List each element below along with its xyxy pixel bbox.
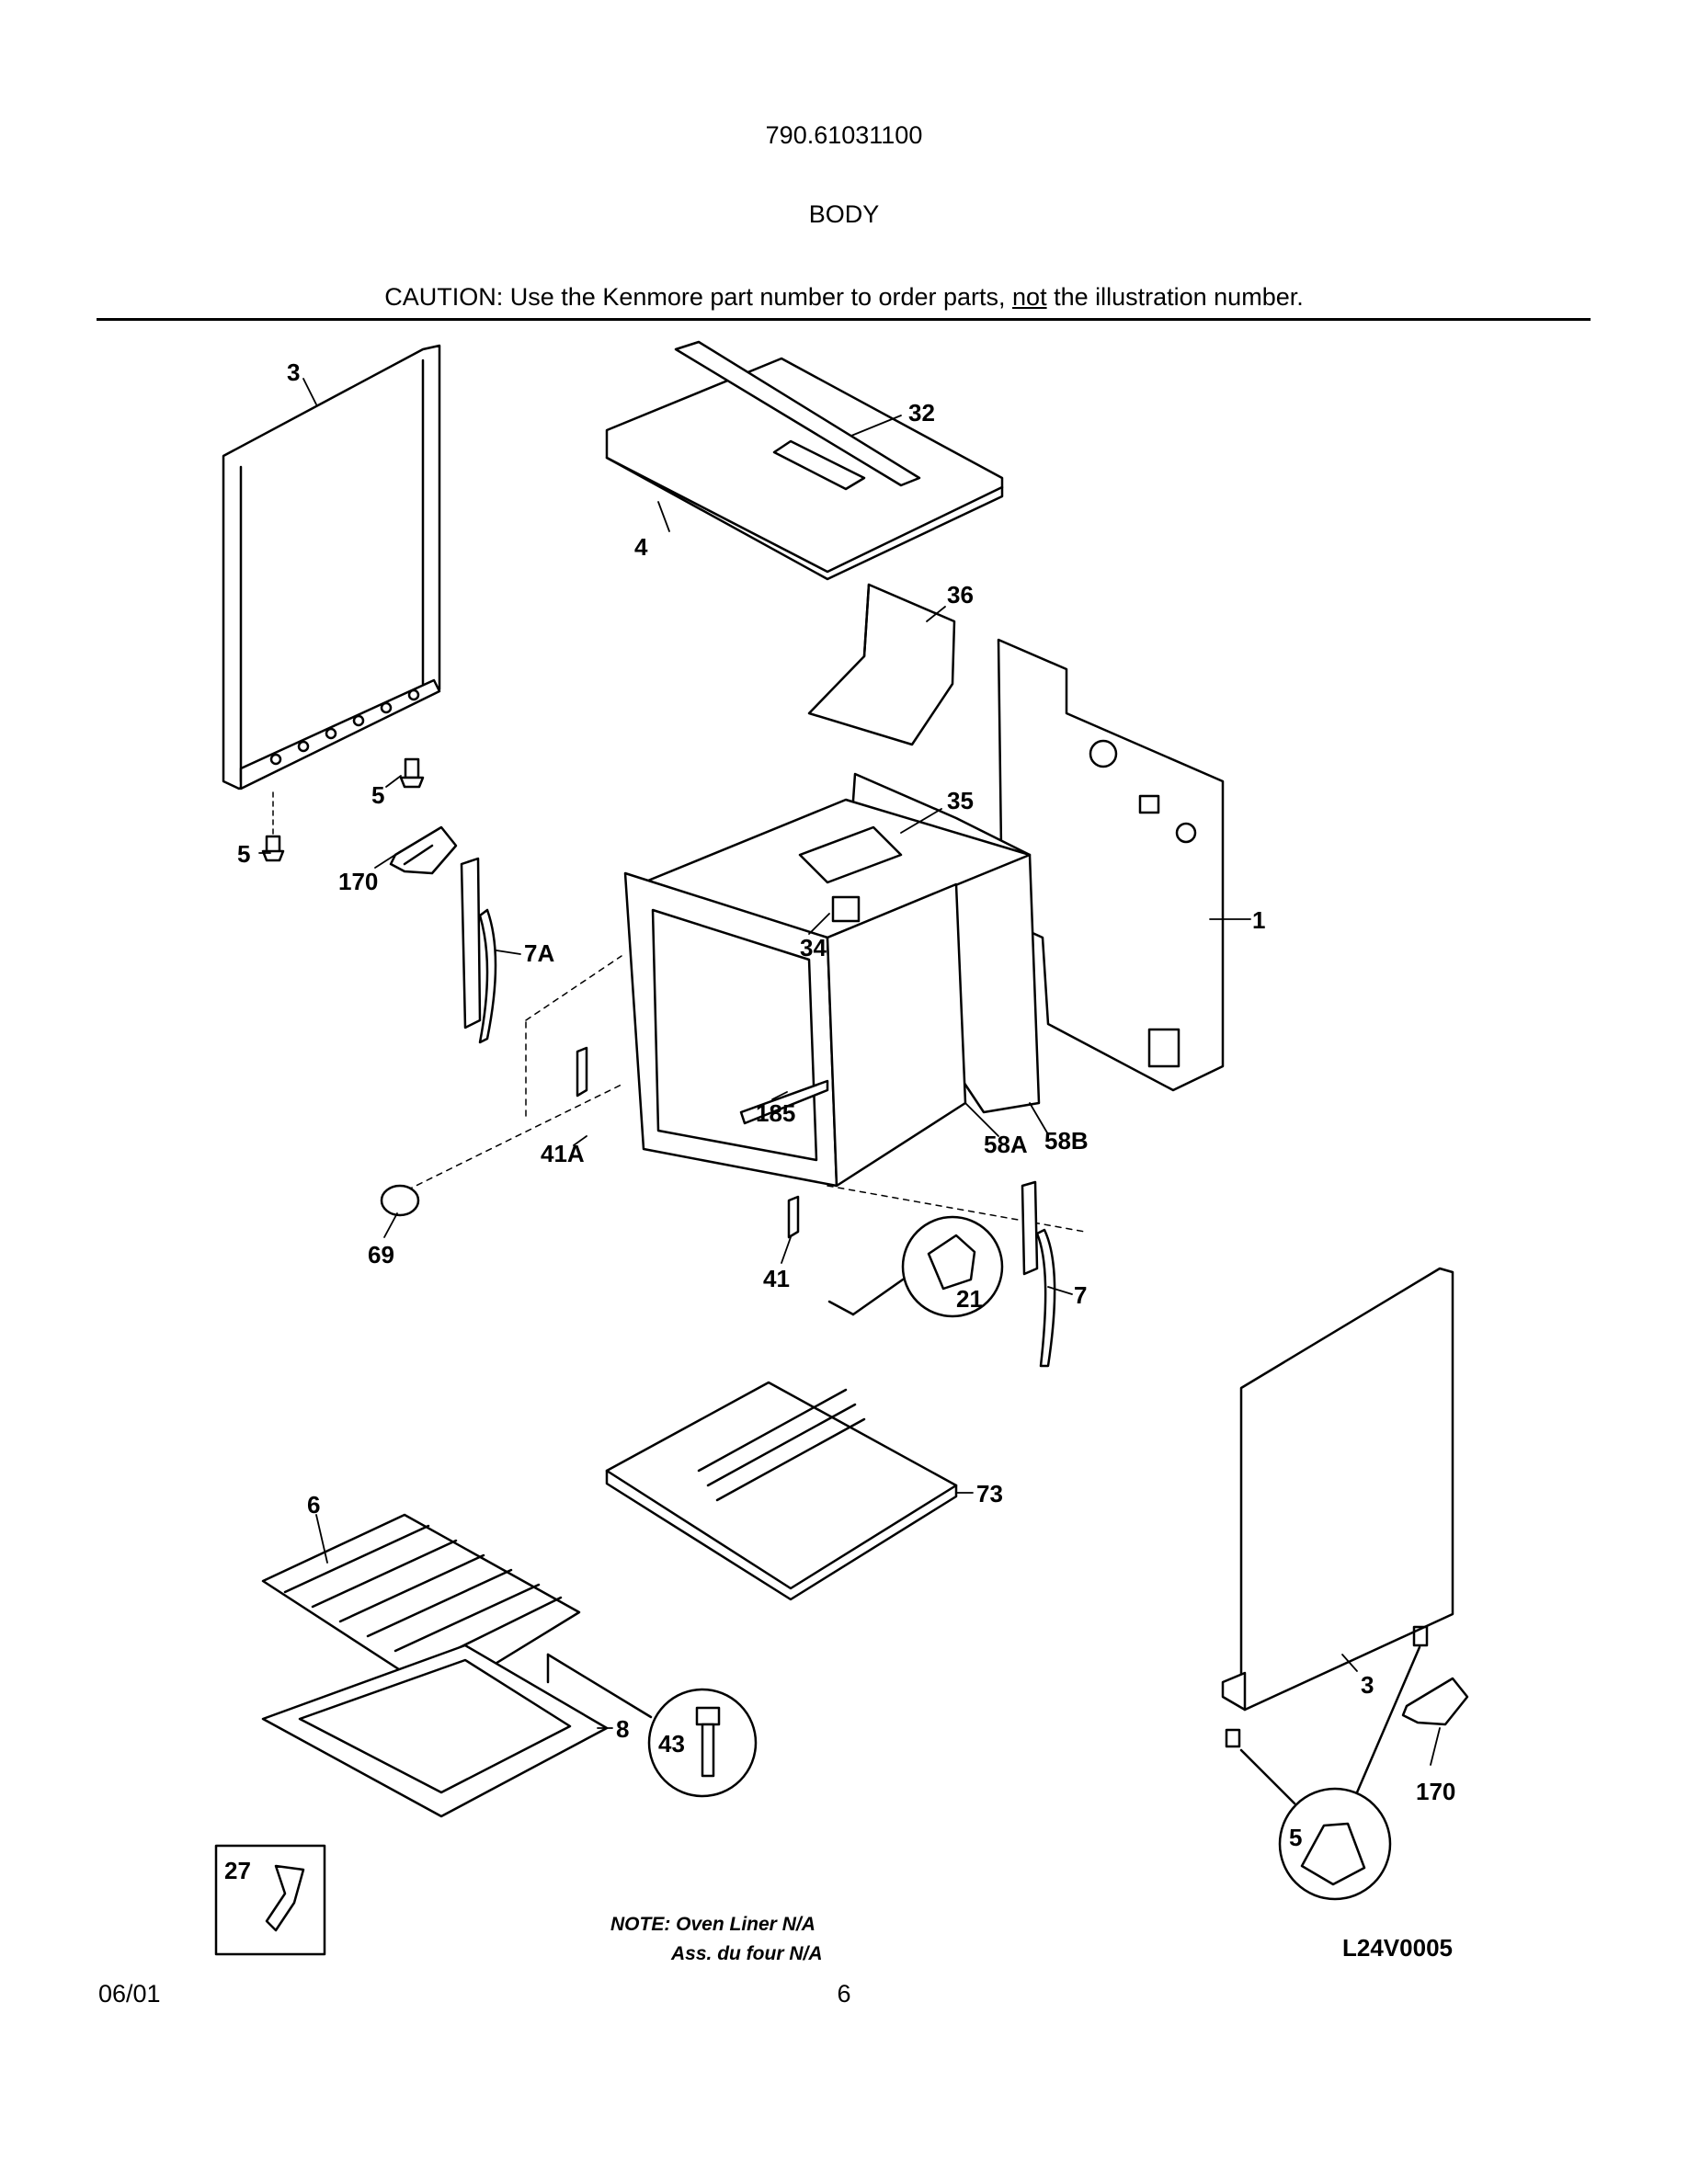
callout-170-left: 170 [338,868,378,895]
caution-text-suffix: the illustration number. [1046,283,1304,311]
assembly-guides [396,955,1086,1233]
plug-button-drawing [380,1184,420,1217]
oven-body-drawing [623,772,1041,1188]
note-line-1: NOTE: Oven Liner N/A [610,1914,815,1935]
callout-3-left: 3 [287,358,300,386]
note-line-2: Ass. du four N/A [670,1943,823,1964]
callout-41: 41 [763,1265,790,1292]
model-number: 790.61031100 [765,121,923,149]
bottom-panel-drawing [605,1381,958,1601]
detail-circle-21 [827,1215,1004,1318]
page-number: 6 [837,1980,851,2008]
broiler-pan-drawing [261,1644,609,1818]
callout-5-detail: 5 [1289,1824,1302,1851]
callout-1: 1 [1252,906,1265,934]
callout-58b: 58B [1044,1127,1089,1155]
callout-73: 73 [976,1480,1003,1507]
callout-3-right: 3 [1361,1671,1374,1699]
top-frame-drawing [605,340,1004,581]
detail-circle-43 [546,1653,758,1798]
oven-rack-drawing [261,1513,581,1699]
caution-emphasis: not [1012,283,1047,311]
callout-185: 185 [756,1099,795,1127]
caution-notice: CAUTION: Use the Kenmore part number to … [0,283,1688,312]
callout-7: 7 [1074,1281,1087,1309]
callout-8: 8 [616,1715,629,1743]
callout-21: 21 [956,1285,983,1313]
rear-shield-36-drawing [807,583,956,746]
revision-date: 06/01 [98,1980,161,2008]
callout-35: 35 [947,787,974,814]
callout-36: 36 [947,581,974,609]
callout-34: 34 [800,934,827,961]
detail-box-27 [214,1844,326,1956]
hinge-receiver-left-drawing [389,825,458,875]
callout-4: 4 [634,533,648,561]
leveling-screw-left-drawing [261,757,425,862]
callout-6: 6 [307,1491,320,1519]
callout-32: 32 [908,399,935,427]
caution-text-prefix: CAUTION: Use the Kenmore part number to … [384,283,1013,311]
side-panel-left-drawing [222,344,441,791]
hinge-receiver-right-drawing [1401,1677,1469,1726]
callout-5-lower: 5 [237,840,250,868]
hinge-7-drawing [1021,1180,1056,1368]
support-bracket-drawings [576,1046,800,1239]
hinge-7a-drawing [460,857,497,1044]
leveling-screw-right-drawing [1225,1625,1429,1901]
callout-27: 27 [224,1857,251,1884]
callout-7a: 7A [524,939,554,967]
header-rule [97,318,1591,321]
callout-labels: 3 32 4 36 1 35 34 5 5 170 7A 185 58A 58B… [224,358,1455,1884]
callout-170-right: 170 [1416,1778,1455,1805]
callout-58a: 58A [984,1131,1028,1158]
callout-5-upper: 5 [371,781,384,809]
leader-lines [258,378,1441,1766]
callout-69: 69 [368,1241,394,1268]
callout-43: 43 [658,1730,685,1757]
section-title: BODY [808,200,880,228]
illustration-code: L24V0005 [1342,1934,1453,1962]
callout-41a: 41A [541,1140,585,1167]
side-panel-right-drawing [1221,1267,1454,1712]
